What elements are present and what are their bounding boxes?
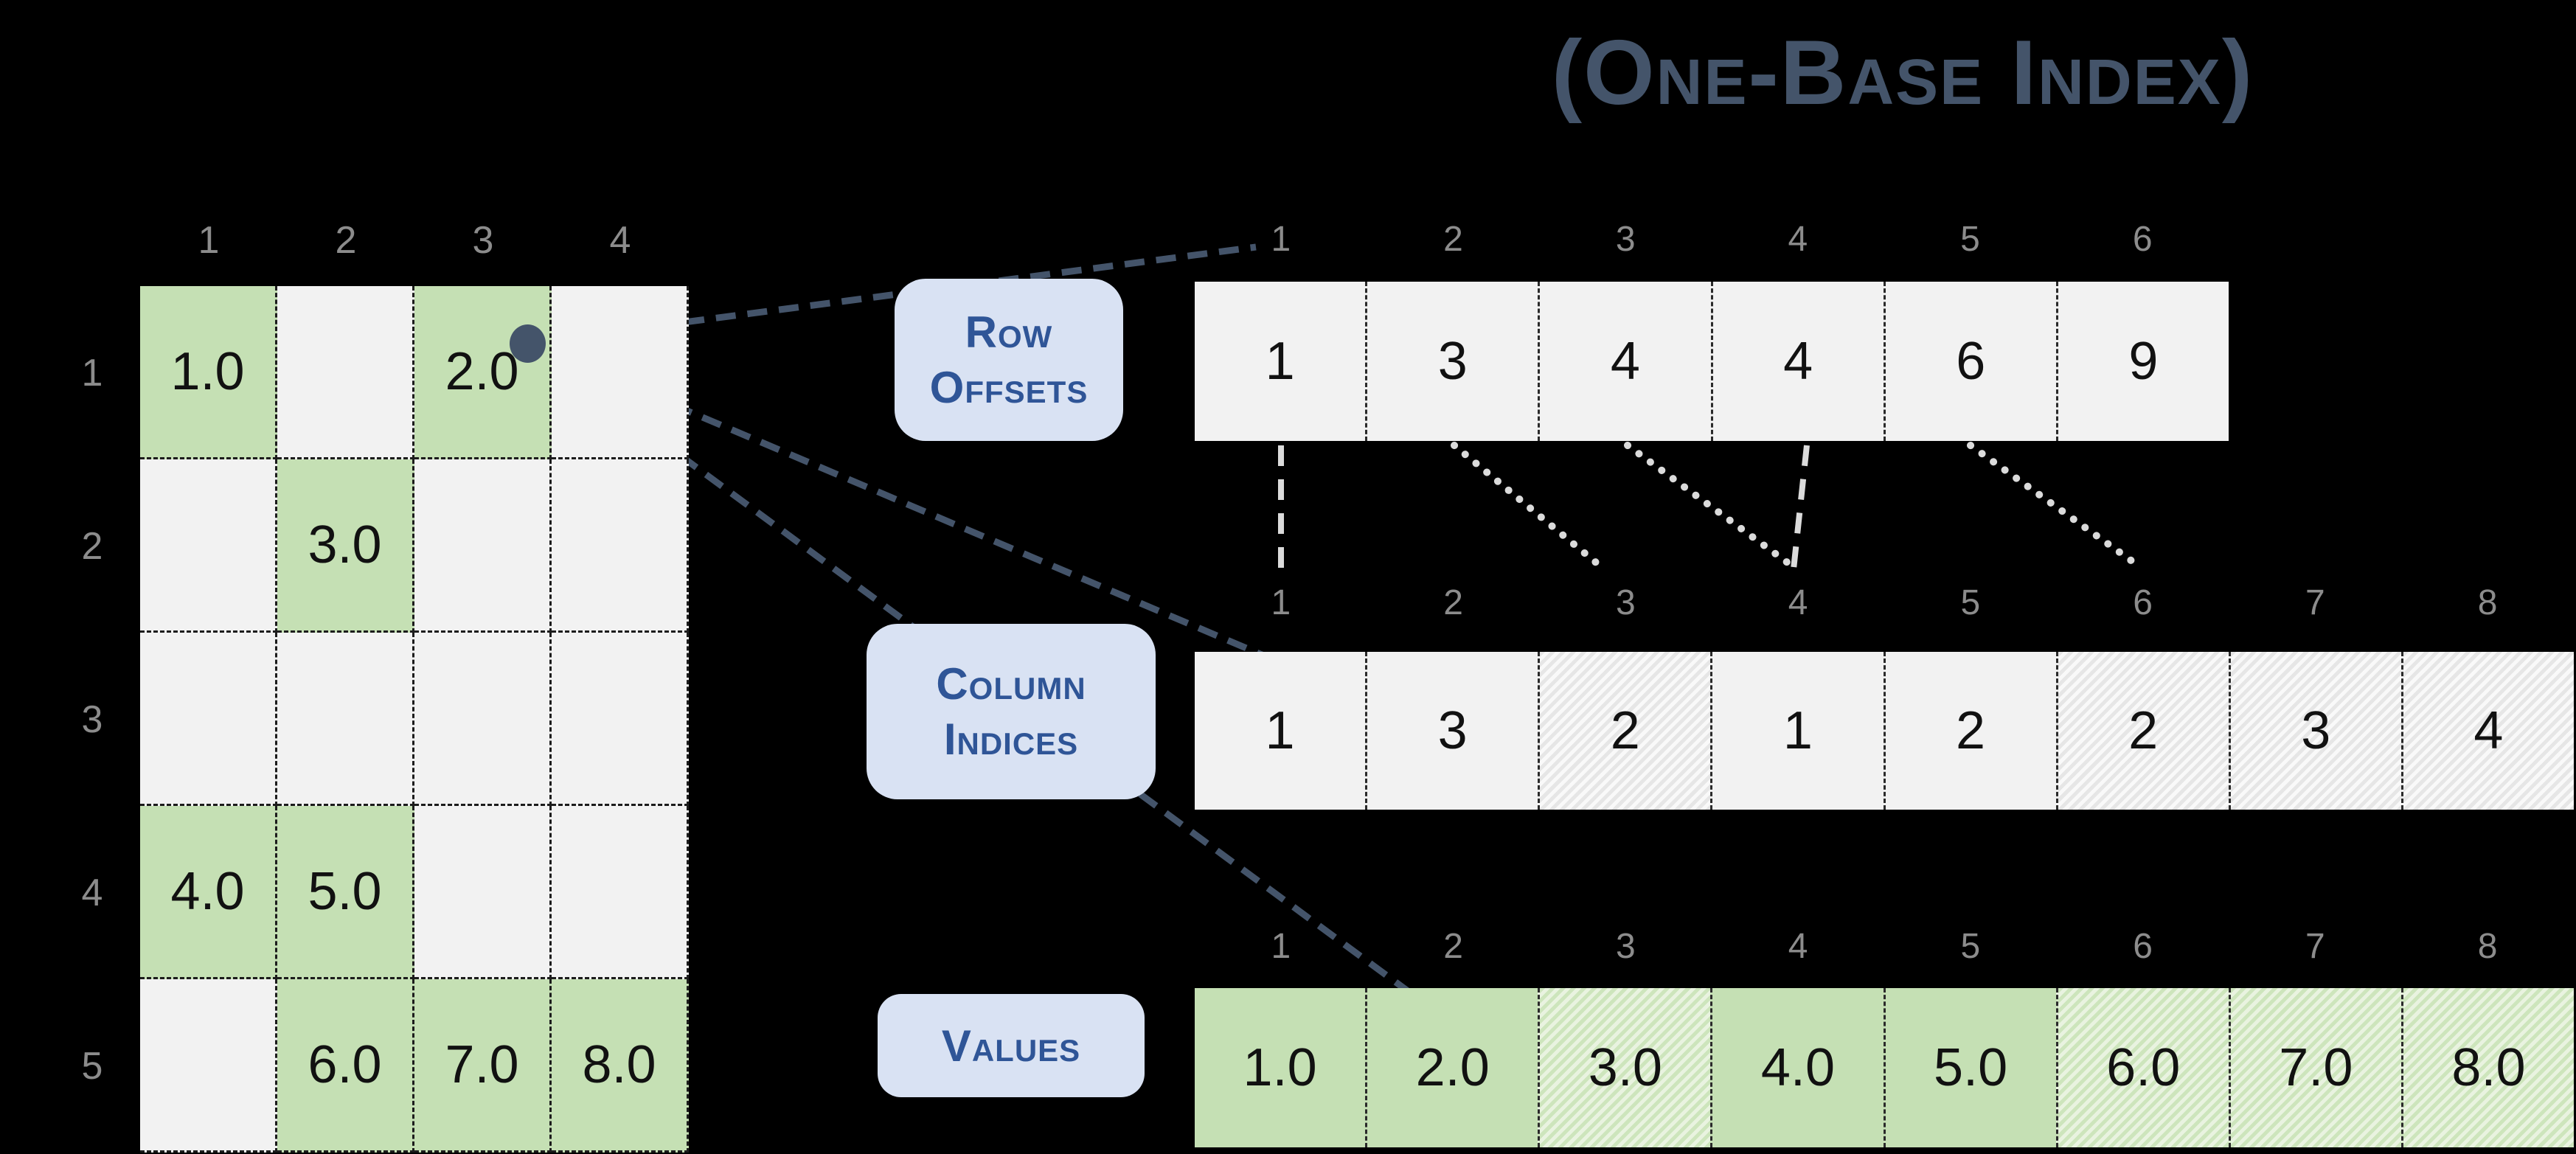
index-label: 7 [2305, 583, 2325, 622]
index-label: 2 [1443, 583, 1463, 622]
matrix-col-header: 4 [609, 219, 631, 262]
array-cell: 4 [2400, 652, 2574, 810]
offset3-pointer-line [1624, 442, 1794, 569]
matrix-cell [140, 633, 277, 806]
array-cell: 3 [1365, 282, 1538, 441]
index-label: 1 [1271, 927, 1291, 966]
array-cell: 2 [1883, 652, 2056, 810]
matrix-cell [277, 633, 414, 806]
values-array: 1.0 2.0 3.0 4.0 5.0 6.0 7.0 8.0 [1195, 988, 2574, 1147]
matrix-col-header: 1 [198, 219, 220, 262]
index-label: 6 [2133, 583, 2153, 622]
matrix-cell: 3.0 [277, 459, 414, 633]
offset2-pointer-line [1451, 442, 1603, 569]
array-cell: 6 [1883, 282, 2056, 441]
matrix-cell [552, 633, 689, 806]
array-cell: 7.0 [2228, 988, 2401, 1147]
matrix-cell [552, 286, 689, 459]
array-cell: 1 [1195, 282, 1366, 441]
index-label: 3 [1616, 583, 1636, 622]
array-cell: 5.0 [1883, 988, 2056, 1147]
index-label: 4 [1788, 927, 1808, 966]
matrix-cell [140, 459, 277, 633]
array-cell: 8.0 [2400, 988, 2574, 1147]
index-label: 5 [1960, 220, 1980, 259]
matrix-row-header: 4 [81, 871, 103, 914]
index-label: 2 [1443, 220, 1463, 259]
column-indices-label-line1: Column [936, 659, 1086, 709]
index-label: 1 [1271, 583, 1291, 622]
values-indices: 1 2 3 4 5 6 7 8 [1195, 926, 2574, 970]
index-label: 5 [1960, 583, 1981, 622]
matrix-cell [552, 459, 689, 633]
array-cell: 3.0 [1538, 988, 1711, 1147]
matrix-cell: 4.0 [140, 806, 277, 979]
array-cell: 2 [2055, 652, 2229, 810]
offset4-pointer-line [1791, 445, 1810, 570]
column-indices-indices: 1 2 3 4 5 6 7 8 [1195, 583, 2574, 627]
index-label: 4 [1788, 220, 1808, 259]
offset5-pointer-line [1967, 442, 2141, 569]
array-cell: 1.0 [1195, 988, 1366, 1147]
matrix-cell [414, 459, 552, 633]
index-label: 6 [2133, 927, 2153, 966]
matrix-col-header: 2 [335, 219, 357, 262]
matrix-cell: 2.0 [414, 286, 552, 459]
matrix-cell: 8.0 [552, 979, 689, 1153]
matrix-col-header: 3 [472, 219, 494, 262]
page-title: (One-Base Index) [1551, 22, 2254, 124]
matrix-cell: 1.0 [140, 286, 277, 459]
array-cell: 4 [1710, 282, 1884, 441]
values-label: Values [878, 994, 1145, 1097]
matrix-cell: 6.0 [277, 979, 414, 1153]
matrix-cell: 5.0 [277, 806, 414, 979]
array-cell: 4.0 [1710, 988, 1884, 1147]
column-indices-array: 1 3 2 1 2 2 3 4 [1195, 652, 2574, 810]
index-label: 8 [2477, 927, 2498, 966]
array-cell: 1 [1710, 652, 1884, 810]
matrix-row-header: 5 [81, 1044, 103, 1088]
index-label: 2 [1443, 927, 1463, 966]
array-cell: 2.0 [1365, 988, 1538, 1147]
matrix-row-headers: 1 2 3 4 5 [63, 286, 122, 1153]
sparse-matrix: 1.0 2.0 3.0 4.0 5.0 6.0 7.0 8.0 [140, 286, 689, 1153]
values-label-line1: Values [941, 1021, 1081, 1071]
array-cell: 3 [1365, 652, 1538, 810]
array-cell: 2 [1538, 652, 1711, 810]
index-label: 7 [2305, 927, 2325, 966]
index-label: 5 [1960, 927, 1981, 966]
index-label: 3 [1616, 927, 1636, 966]
highlight-dot [510, 324, 546, 363]
matrix-cell [140, 979, 277, 1153]
column-indices-label-line2: Indices [943, 715, 1079, 764]
index-label: 1 [1271, 220, 1291, 259]
index-label: 6 [2132, 220, 2153, 259]
matrix-cell [414, 806, 552, 979]
row-offsets-array: 1 3 4 4 6 9 [1195, 282, 2229, 441]
index-label: 4 [1788, 583, 1808, 622]
array-cell: 6.0 [2055, 988, 2229, 1147]
row-offsets-label-line2: Offsets [929, 363, 1089, 412]
matrix-cell [414, 633, 552, 806]
matrix-row-header: 2 [81, 524, 103, 568]
column-indices-label: Column Indices [867, 624, 1156, 799]
row-offsets-label-line1: Row [965, 307, 1053, 357]
array-cell: 1 [1195, 652, 1366, 810]
matrix-row-header: 1 [81, 351, 103, 394]
row-offsets-label: Row Offsets [895, 279, 1123, 441]
array-cell: 3 [2228, 652, 2401, 810]
dot-to-row-offsets-line [527, 243, 1257, 347]
matrix-cell [277, 286, 414, 459]
row-offsets-indices: 1 2 3 4 5 6 [1195, 219, 2229, 263]
matrix-cell: 7.0 [414, 979, 552, 1153]
array-cell: 9 [2055, 282, 2229, 441]
index-label: 8 [2477, 583, 2498, 622]
matrix-row-header: 3 [81, 698, 103, 741]
matrix-cell [552, 806, 689, 979]
index-label: 3 [1615, 220, 1636, 259]
matrix-column-headers: 1 2 3 4 [140, 218, 689, 263]
array-cell: 4 [1538, 282, 1711, 441]
